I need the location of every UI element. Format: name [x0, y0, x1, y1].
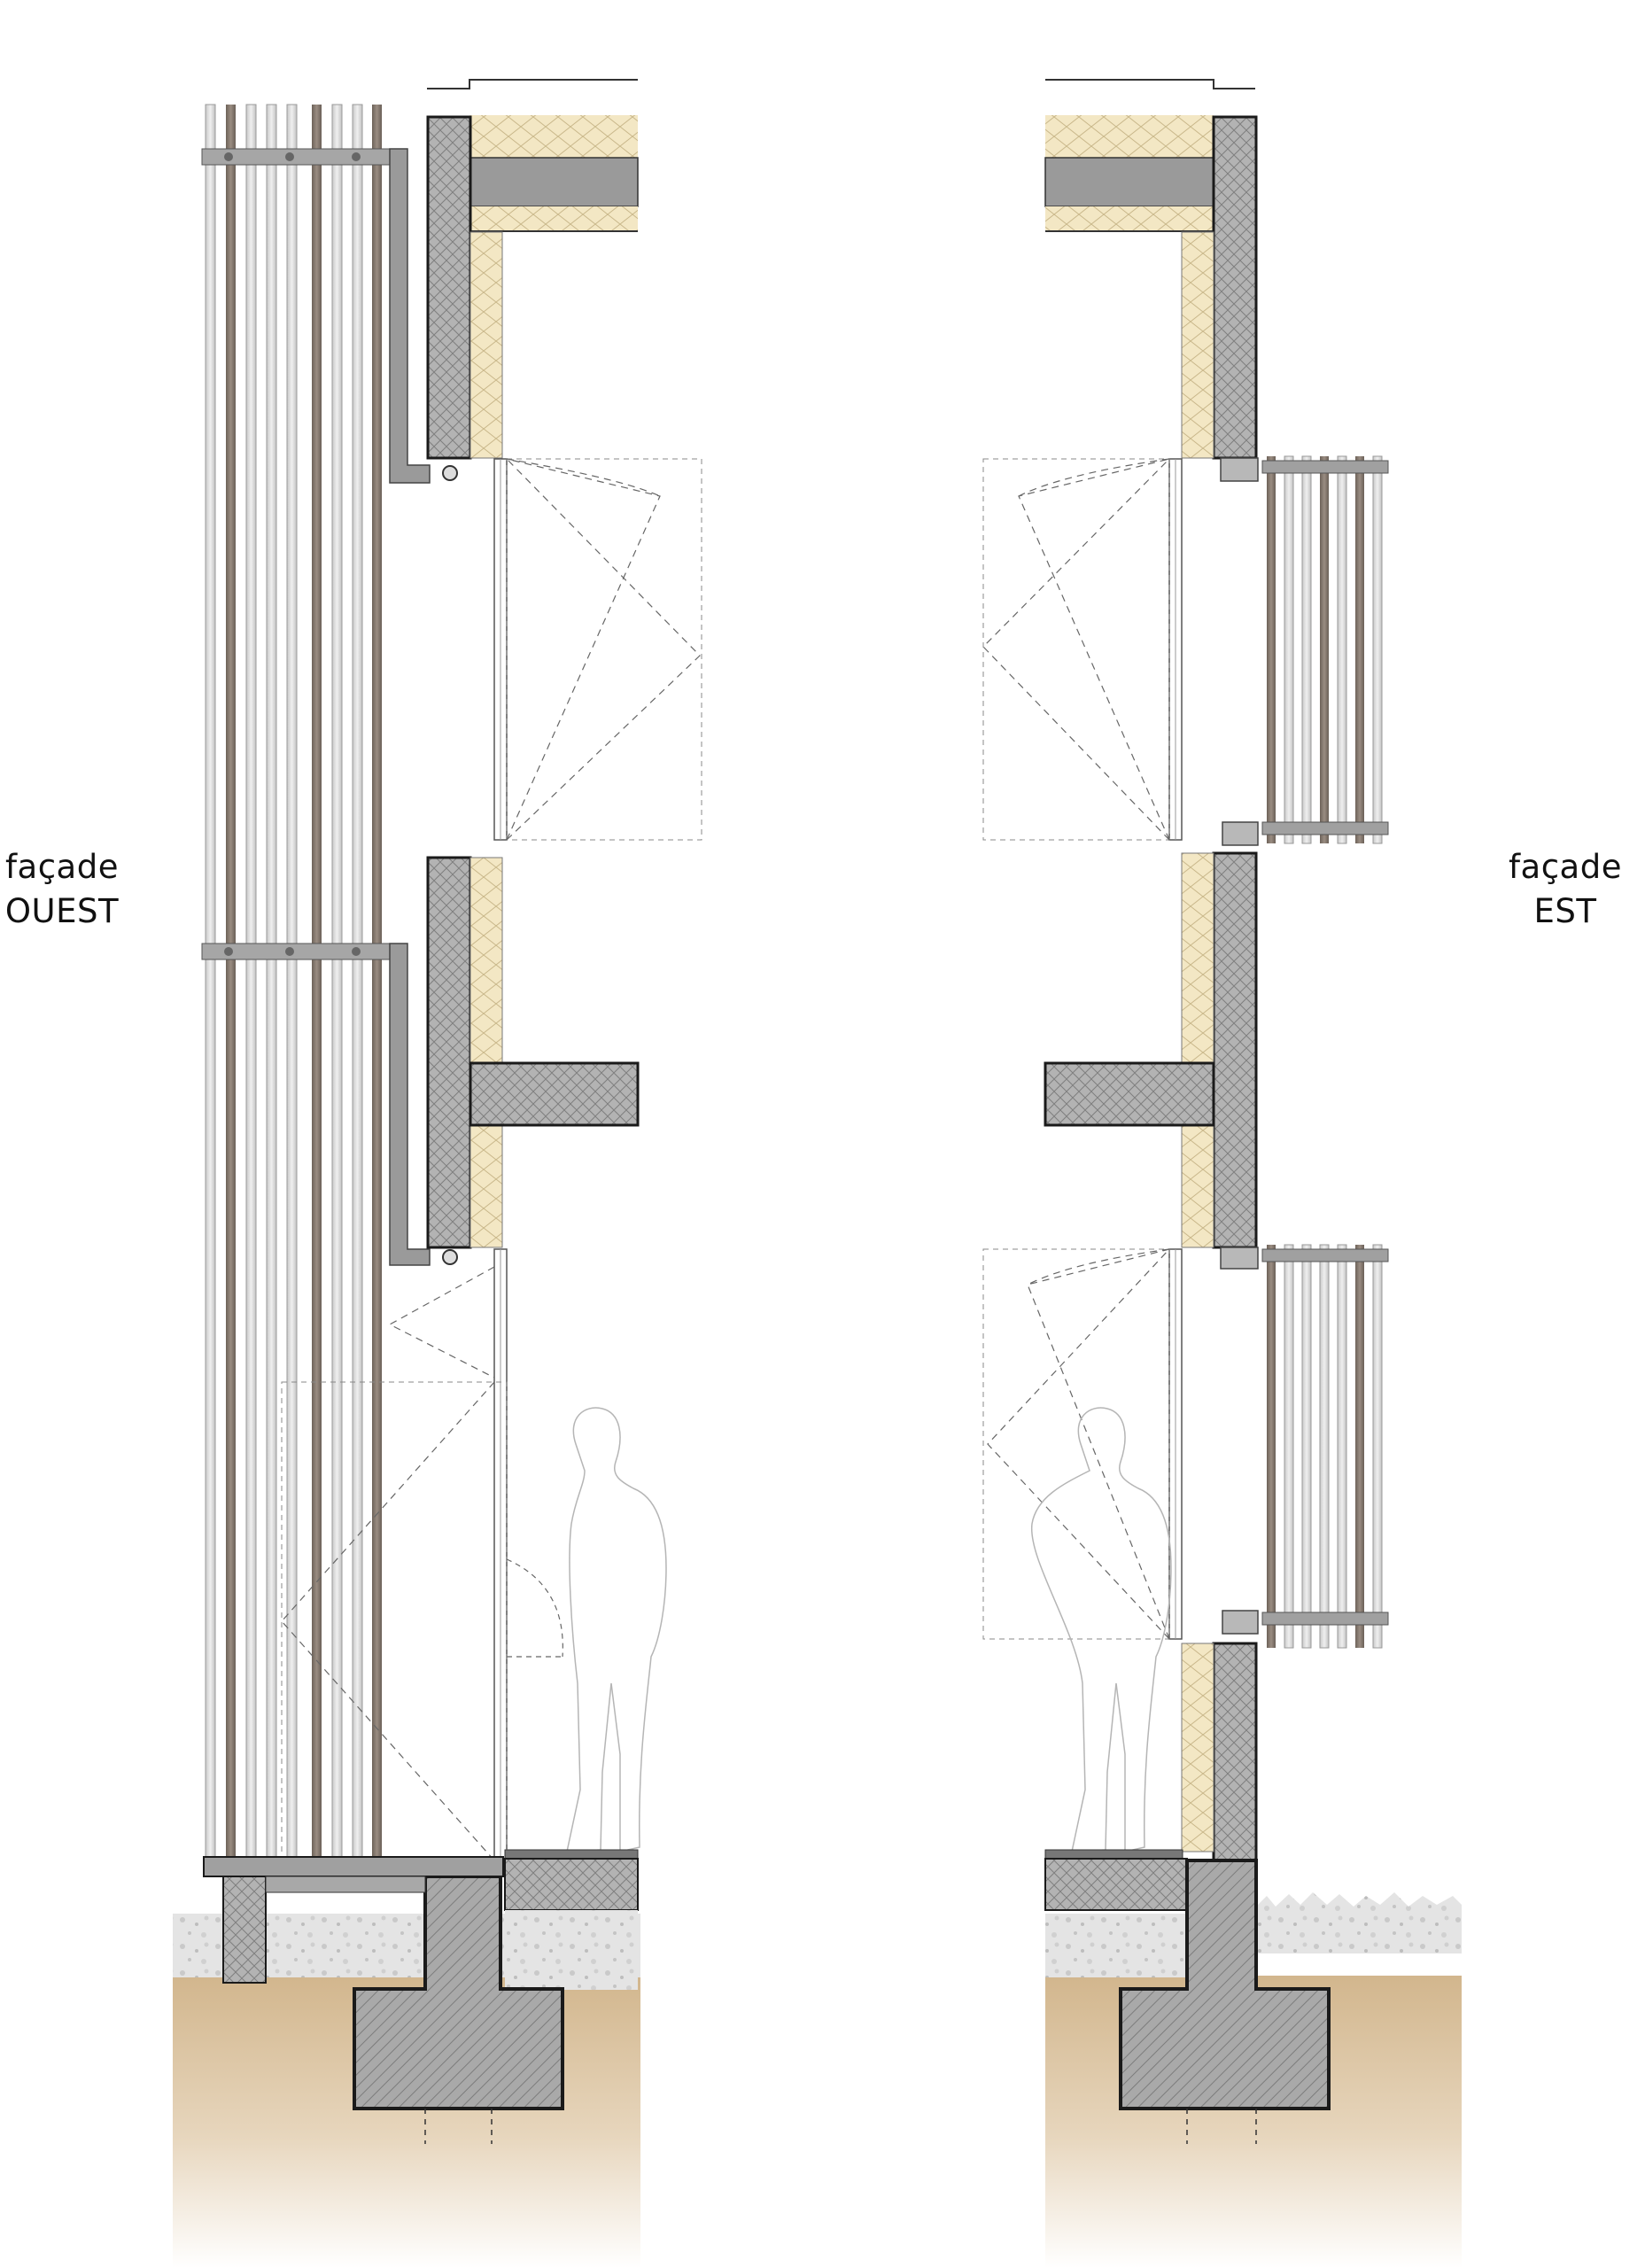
west-slab-ground: [504, 1858, 639, 1911]
west-wall-upper: [426, 115, 472, 460]
west-floor-slab: [469, 1061, 640, 1127]
west-facade-label: façade OUEST: [0, 845, 124, 934]
west-window-upper: [493, 458, 702, 841]
east-wall-middle: [1212, 851, 1258, 1249]
west-terrace-beam: [203, 1856, 504, 1877]
west-floor-mat: [504, 1849, 639, 1860]
west-section: [173, 79, 702, 2268]
east-section: [982, 79, 1462, 2268]
west-terrace-post: [222, 1876, 267, 1984]
east-facade-label-line1: façade: [1509, 848, 1622, 886]
west-window-lower: [281, 1248, 563, 1870]
east-grass: [1258, 1892, 1462, 1953]
east-slat-screen-lower: [1220, 1244, 1389, 1649]
east-slab-ground: [1044, 1858, 1188, 1911]
west-foundation: [353, 1875, 564, 2110]
east-floor-mat: [1044, 1849, 1183, 1860]
east-facade-label: façade EST: [1490, 845, 1641, 934]
east-roof: [1044, 79, 1255, 232]
east-window-upper: [982, 458, 1183, 841]
west-person-silhouette: [566, 1407, 667, 1852]
west-facade-label-line1: façade: [5, 848, 119, 886]
east-window-lower: [982, 1248, 1183, 1640]
east-person-silhouette: [1031, 1407, 1172, 1852]
west-roof: [427, 79, 639, 232]
east-slat-screen-upper: [1220, 455, 1389, 846]
east-floor-slab: [1044, 1061, 1215, 1127]
east-foundation: [1119, 1859, 1331, 2110]
west-slat-screen: [201, 104, 431, 1877]
west-facade-label-line2: OUEST: [4, 892, 120, 930]
east-wall-lower: [1212, 1642, 1258, 1862]
east-facade-label-line2: EST: [1533, 892, 1597, 930]
west-wall-middle: [426, 856, 472, 1249]
east-wall-upper: [1212, 115, 1258, 460]
